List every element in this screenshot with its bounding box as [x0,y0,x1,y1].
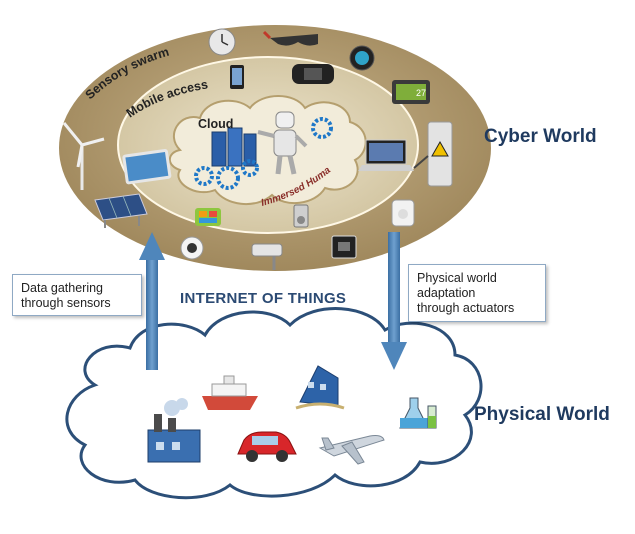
internet-of-things-label: INTERNET OF THINGS [180,290,347,307]
wind-turbine-icon [62,122,105,190]
down-arrow [381,232,407,370]
smart-meter-icon: 27 [392,80,430,104]
server-icon [211,127,257,167]
actuation-line-3: through actuators [417,301,515,315]
svg-text:27: 27 [416,88,426,98]
game-console-icon [292,64,334,84]
car-icon [237,431,297,462]
ship-icon [202,375,258,410]
cloud-label: Cloud [198,117,233,131]
airplane-icon [318,435,385,465]
laptop-icon [358,139,414,171]
clock-icon [208,28,236,56]
solar-panel-icon [94,193,148,228]
tablet-icon [122,148,172,185]
motion-sensor-icon [391,199,415,227]
smartwatch-icon [349,45,375,71]
robot-icon [257,111,308,175]
data-gathering-line-2: through sensors [21,296,111,310]
gear-icon [194,117,333,190]
kids-tablet-icon [195,208,221,226]
building-icon [295,365,345,410]
lab-flask-icon [399,397,437,429]
cctv-camera-icon [251,243,283,270]
factory-icon [147,398,201,463]
actuation-line-1: Physical world [417,271,497,285]
physical-world-cloud [65,307,483,500]
camera-icon [180,236,204,260]
ev-charger-icon [413,121,453,187]
data-gathering-line-1: Data gathering [21,281,104,295]
up-arrow [139,232,165,370]
phone-icon [230,65,244,89]
actuation-line-2: adaptation [417,286,476,300]
data-gathering-box: Data gathering through sensors [12,274,142,316]
cyber-world-title: Cyber World [484,126,597,147]
tv-icon [331,235,357,259]
smart-glasses-icon [262,30,318,46]
actuation-box: Physical world adaptation through actuat… [408,264,546,322]
media-player-icon [293,204,309,228]
physical-world-title: Physical World [474,404,610,425]
